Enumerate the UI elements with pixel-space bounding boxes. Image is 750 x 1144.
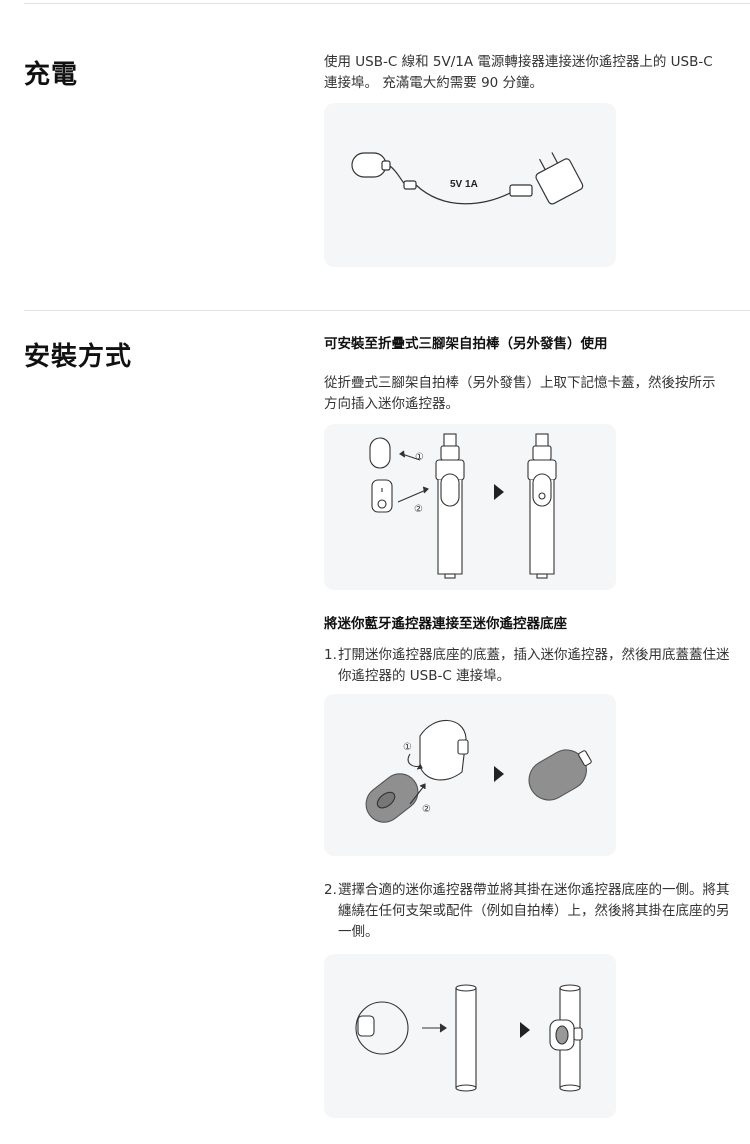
adapter-shape xyxy=(535,158,584,205)
next-arrow-icon-2 xyxy=(494,766,504,782)
tripod-figure: ① ② xyxy=(324,424,616,590)
install-sub1-desc: 從折疊式三腳架自拍棒（另外發售）上取下記憶卡蓋，然後按所示方向插入迷你遙控器。 xyxy=(324,375,716,412)
next-arrow-icon xyxy=(494,484,504,500)
pole-a xyxy=(455,988,477,1089)
remote-shape xyxy=(351,152,387,178)
charging-figure: 5V 1A xyxy=(324,103,616,267)
cable-curve xyxy=(415,184,515,205)
charging-description: 使用 USB-C 線和 5V/1A 電源轉接器連接迷你遙控器上的 USB-C 連… xyxy=(324,54,713,91)
marker-one: ① xyxy=(415,452,424,463)
strap-loop xyxy=(355,1001,409,1055)
base-figure: ① ② xyxy=(324,694,616,856)
section-divider xyxy=(24,310,750,311)
step-1-text: 打開迷你遙控器底座的底蓋，插入迷你遙控器，然後用底蓋蓋住迷你遙控器的 USB-C… xyxy=(338,647,730,684)
step-2: 2. 選擇合適的迷你遙控器帶並將其掛在迷你遙控器底座的一側。將其纏繞在任何支架或… xyxy=(324,880,734,943)
marker-one-b: ① xyxy=(403,742,412,753)
next-arrow-icon-3 xyxy=(520,1022,530,1038)
step-2-text: 選擇合適的迷你遙控器帶並將其掛在迷你遙控器底座的一側。將其纏繞在任何支架或配件（… xyxy=(338,882,730,940)
remote-small xyxy=(371,479,393,513)
step-1: 1. 打開迷你遙控器底座的底蓋，插入迷你遙控器，然後用底蓋蓋住迷你遙控器的 US… xyxy=(324,645,734,687)
usb-plug xyxy=(509,184,533,197)
step-1-number: 1. xyxy=(324,647,337,663)
charging-illustration: 5V 1A xyxy=(351,152,584,205)
strap-illustration xyxy=(355,984,583,1092)
tripod-illustration: ① ② xyxy=(369,433,557,579)
install-sub1: 可安裝至折疊式三腳架自拍棒（另外發售）使用 xyxy=(324,336,608,352)
install-title: 安裝方式 xyxy=(24,342,133,372)
strap-figure xyxy=(324,954,616,1118)
power-label: 5V 1A xyxy=(450,179,478,190)
card-cover xyxy=(369,437,391,469)
step-2-number: 2. xyxy=(324,882,337,898)
marker-two: ② xyxy=(414,504,423,515)
base-shell xyxy=(419,719,467,781)
marker-two-b: ② xyxy=(422,804,431,815)
install-sub2: 將迷你藍牙遙控器連接至迷你遙控器底座 xyxy=(324,616,567,632)
charging-title: 充電 xyxy=(24,60,79,90)
base-illustration: ① ② xyxy=(365,719,592,823)
top-divider xyxy=(24,3,750,4)
